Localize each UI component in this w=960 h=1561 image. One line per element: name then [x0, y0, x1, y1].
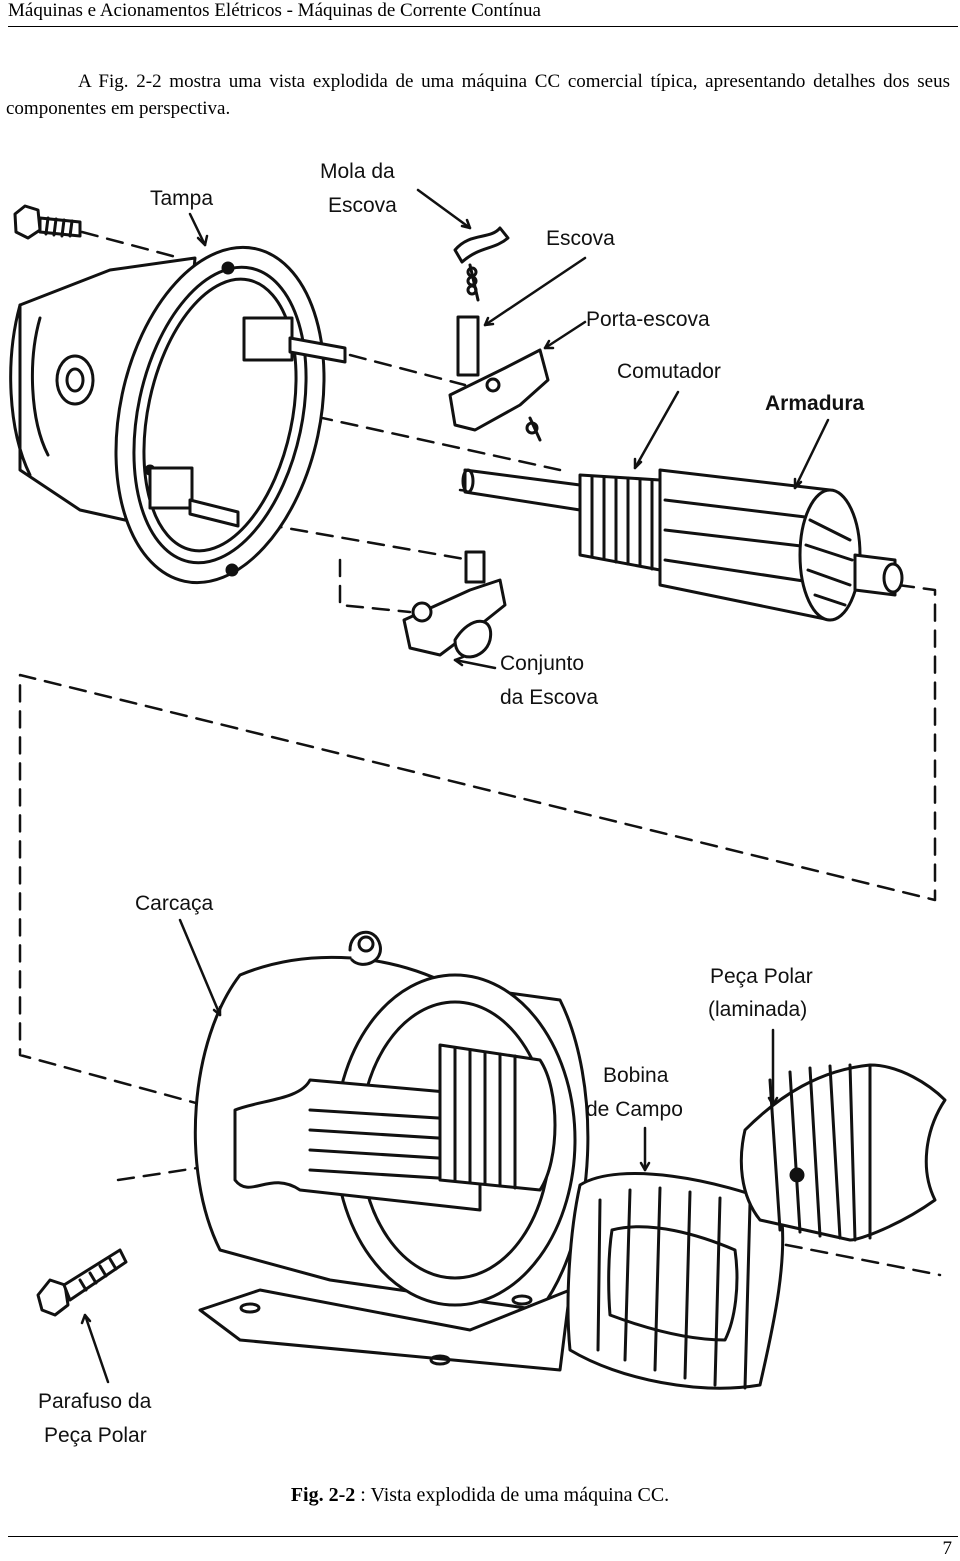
label-parafuso-line1: Parafuso da [38, 1390, 152, 1413]
figure-caption: Fig. 2-2 : Vista explodida de uma máquin… [0, 1484, 960, 1507]
label-escova: Escova [546, 227, 615, 250]
label-mola-line2: Escova [328, 194, 397, 217]
carcaca-drawing [193, 930, 590, 1372]
label-mola-line1: Mola da [320, 160, 395, 183]
header-title: Máquinas e Acionamentos Elétricos - Máqu… [8, 0, 541, 21]
label-parafuso-line2: Peça Polar [44, 1424, 147, 1447]
leader-lines [80, 188, 830, 1384]
label-peca-polar-line1: Peça Polar [710, 965, 813, 988]
intro-text: A Fig. 2-2 mostra uma vista explodida de… [6, 71, 950, 119]
escova-drawing [448, 226, 550, 442]
label-carcaca: Carcaça [135, 892, 214, 915]
label-tampa: Tampa [150, 187, 213, 210]
end-bolt-drawing [13, 204, 82, 240]
page-number: 7 [942, 1538, 953, 1559]
armadura-drawing [461, 468, 904, 622]
page-header: Máquinas e Acionamentos Elétricos - Máqu… [8, 0, 958, 27]
label-bobina-line2: de Campo [586, 1098, 683, 1121]
conjunto-escova-drawing [402, 550, 507, 659]
peca-polar-drawing [739, 1063, 947, 1242]
page-footer-rule [8, 1536, 958, 1537]
caption-label: Fig. 2-2 [290, 1484, 356, 1506]
label-comutador: Comutador [617, 360, 721, 383]
bobina-campo-drawing [566, 1172, 785, 1390]
caption-text: : Vista explodida de uma máquina CC. [355, 1484, 670, 1506]
tampa-drawing [9, 245, 347, 585]
label-conjunto-line1: Conjunto [500, 652, 584, 675]
intro-paragraph: A Fig. 2-2 mostra uma vista explodida de… [6, 68, 950, 122]
label-peca-polar-line2: (laminada) [708, 998, 807, 1021]
label-bobina-line1: Bobina [603, 1064, 669, 1087]
label-armadura: Armadura [765, 392, 865, 415]
parafuso-drawing [36, 1248, 128, 1317]
label-conjunto-line2: da Escova [500, 686, 598, 709]
exploded-view-figure: Tampa Mola da Escova Escova Porta-escova… [9, 160, 947, 1447]
label-porta-escova: Porta-escova [586, 308, 710, 331]
